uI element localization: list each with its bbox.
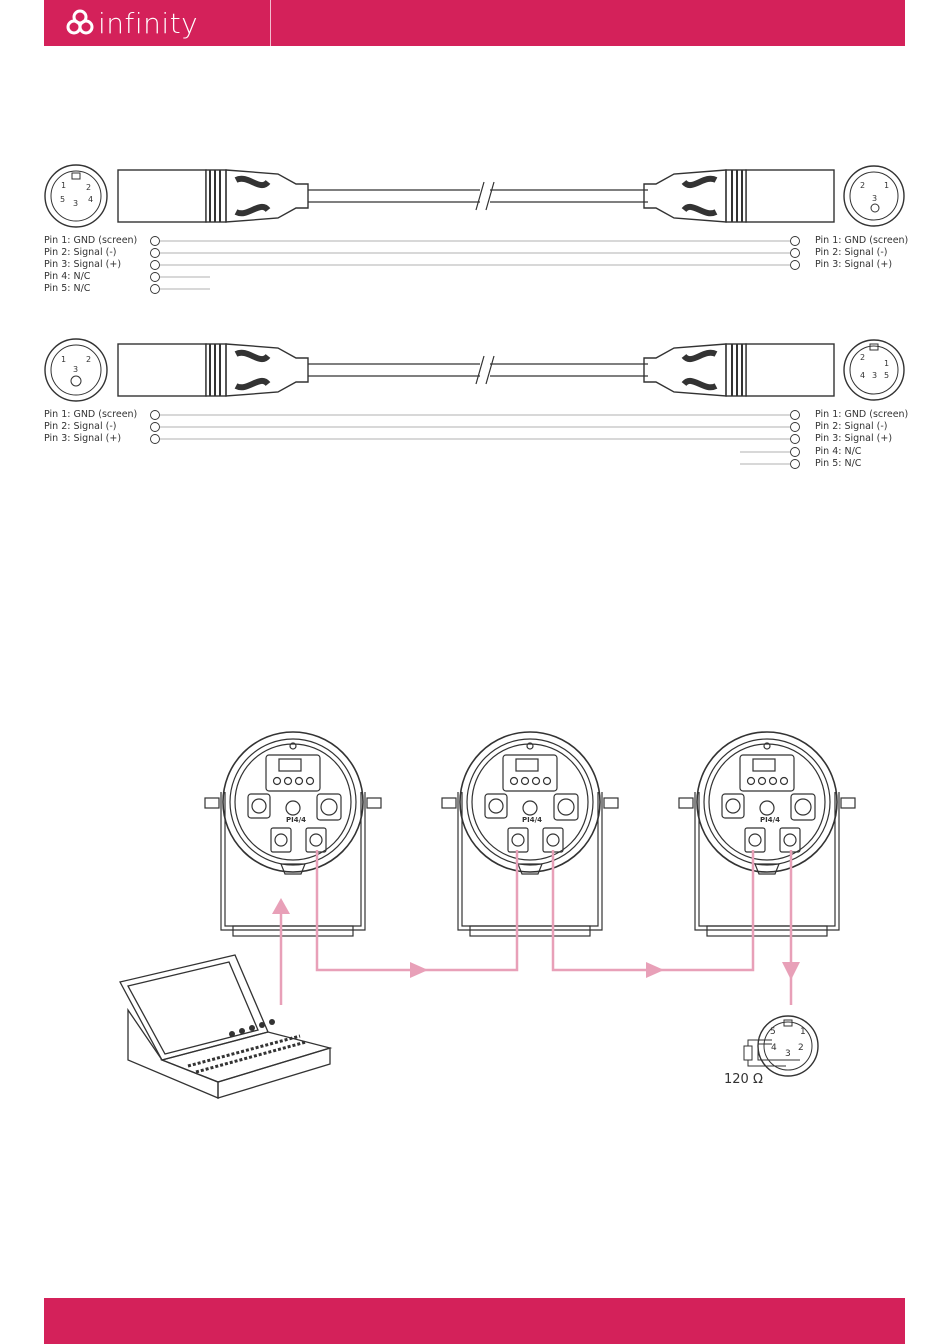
cable1-left-pin-1: 1 — [61, 181, 67, 190]
cable2-right-pin-2: 2 — [860, 353, 866, 362]
cable1-right-pin-2: 2 — [860, 181, 866, 190]
terminator-pin-2: 2 — [798, 1043, 804, 1053]
cable1-left-pin-5: 5 — [60, 195, 66, 204]
brand-name: infinity — [98, 6, 199, 40]
cable2-right-label-5: Pin 5: N/C — [815, 458, 862, 469]
cable1-left-pin-2: 2 — [86, 183, 92, 192]
fixture-1-model: PI4/4 — [286, 816, 307, 824]
terminator-pin-1: 1 — [800, 1027, 806, 1037]
cable2-right-pin-4: 4 — [860, 371, 866, 380]
cable2-left-label-1: Pin 1: GND (screen) — [44, 409, 138, 420]
cable1-left-label-5: Pin 5: N/C — [44, 283, 91, 294]
cable2-right-label-1: Pin 1: GND (screen) — [815, 409, 909, 420]
cable1-left-pin-4: 4 — [88, 195, 94, 204]
cable2-right-pin-1: 1 — [884, 359, 890, 368]
cable1-left-pin-3: 3 — [73, 199, 79, 208]
cable1-right-pin-3: 3 — [872, 194, 878, 203]
cable1-left-label-3: Pin 3: Signal (+) — [44, 259, 122, 270]
cable2-right-label-2: Pin 2: Signal (-) — [815, 421, 888, 432]
cable1-right-label-1: Pin 1: GND (screen) — [815, 235, 909, 246]
terminator-pin-4: 4 — [771, 1043, 777, 1053]
header-bar: infinity — [44, 0, 905, 46]
cable2-right-label-4: Pin 4: N/C — [815, 446, 862, 457]
cable1-right-label-2: Pin 2: Signal (-) — [815, 247, 888, 258]
cable2-left-label-3: Pin 3: Signal (+) — [44, 433, 122, 444]
cable1-left-label-4: Pin 4: N/C — [44, 271, 91, 282]
cable2-left-pin-3: 3 — [73, 365, 79, 374]
cable2-left-label-2: Pin 2: Signal (-) — [44, 421, 117, 432]
dmx-terminator — [743, 1015, 819, 1077]
fixture-3-model: PI4/4 — [760, 816, 781, 824]
cable2-left-pin-1: 1 — [61, 355, 67, 364]
cable-2 — [44, 338, 905, 469]
terminator-pin-3: 3 — [785, 1049, 791, 1059]
fixture-1 — [204, 731, 382, 937]
cable2-right-label-3: Pin 3: Signal (+) — [815, 433, 893, 444]
resistor-value: 120 Ω — [724, 1072, 763, 1087]
cable1-left-label-1: Pin 1: GND (screen) — [44, 235, 138, 246]
footer-bar — [44, 1298, 905, 1344]
fixture-2 — [441, 731, 619, 937]
cable2-left-pin-2: 2 — [86, 355, 92, 364]
header-divider — [270, 0, 271, 46]
signal-arrows — [272, 898, 800, 980]
fixture-chain — [204, 731, 856, 937]
cable1-left-label-2: Pin 2: Signal (-) — [44, 247, 117, 258]
brand-logo: infinity — [66, 6, 199, 40]
fixture-2-model: PI4/4 — [522, 816, 543, 824]
cable1-right-label-3: Pin 3: Signal (+) — [815, 259, 893, 270]
cable2-right-pin-5: 5 — [884, 371, 890, 380]
terminator-pin-5: 5 — [770, 1027, 776, 1037]
infinity-logo-icon — [66, 9, 94, 35]
dmx-signal-path — [279, 850, 793, 1005]
cable-1 — [44, 164, 905, 294]
fixture-3 — [678, 731, 856, 937]
cable2-right-pin-3: 3 — [872, 371, 878, 380]
cable1-right-pin-1: 1 — [884, 181, 890, 190]
lighting-console — [119, 954, 333, 1099]
